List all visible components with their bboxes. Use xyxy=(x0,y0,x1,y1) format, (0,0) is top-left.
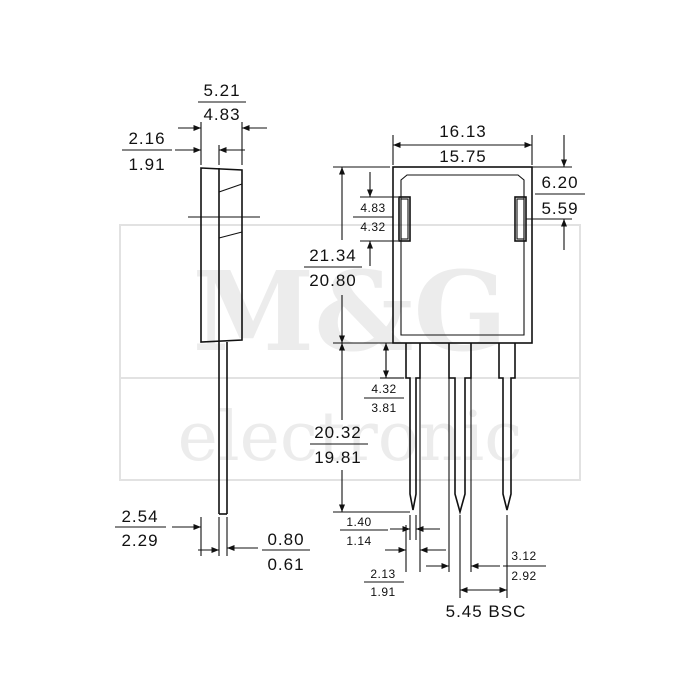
dim-width-min: 15.75 xyxy=(439,147,487,166)
dim-tab-thickness-max: 2.16 xyxy=(128,129,165,148)
dim-shoulder-max: 4.32 xyxy=(371,382,396,396)
front-lead-3 xyxy=(498,343,516,511)
front-lead-1 xyxy=(405,343,421,511)
dim-width-max: 16.13 xyxy=(439,122,487,141)
dim-lead-width-max: 1.40 xyxy=(346,515,371,529)
watermark: M&G electronic xyxy=(119,224,581,481)
dim-hole-offset-max: 6.20 xyxy=(541,173,578,192)
side-view: 5.21 4.83 2.16 1.91 2.54 2.29 0.80 0.61 xyxy=(115,81,310,574)
dim-slot-height-min: 4.32 xyxy=(360,220,385,234)
dim-body-height-min: 20.80 xyxy=(309,271,357,290)
dim-body-thickness-min: 2.29 xyxy=(121,531,158,550)
dim-lead-length-max: 20.32 xyxy=(314,423,362,442)
dim-pitch: 5.45 BSC xyxy=(446,602,527,621)
dim-slot-height-max: 4.83 xyxy=(360,201,385,215)
front-body-outline xyxy=(392,166,533,344)
dim-lead-width-min: 1.14 xyxy=(346,534,371,548)
dim-lead-thickness-max: 0.80 xyxy=(267,530,304,549)
watermark-logo-text: M&G xyxy=(192,247,507,376)
dim-top-width-max: 5.21 xyxy=(203,81,240,100)
dim-top-width-min: 4.83 xyxy=(203,105,240,124)
dim-shoulder-min: 3.81 xyxy=(371,401,396,415)
front-view: 16.13 15.75 6.20 5.59 4.83 4.32 21.34 20… xyxy=(304,122,585,621)
dim-lead-wide-min: 1.91 xyxy=(370,585,395,599)
dim-body-thickness-max: 2.54 xyxy=(121,507,158,526)
dim-lead-length-min: 19.81 xyxy=(314,448,362,467)
dim-lead-thickness-min: 0.61 xyxy=(267,555,304,574)
side-body-outline xyxy=(200,167,243,343)
dim-body-height-max: 21.34 xyxy=(309,246,357,265)
left-mounting-slot xyxy=(398,196,411,242)
dim-hole-offset-min: 5.59 xyxy=(541,199,578,218)
front-lead-2 xyxy=(448,343,472,515)
dim-lead-wide2-max: 3.12 xyxy=(511,549,536,563)
dim-lead-wide-max: 2.13 xyxy=(370,567,395,581)
dim-lead-wide2-min: 2.92 xyxy=(511,569,536,583)
dim-tab-thickness-min: 1.91 xyxy=(128,155,165,174)
